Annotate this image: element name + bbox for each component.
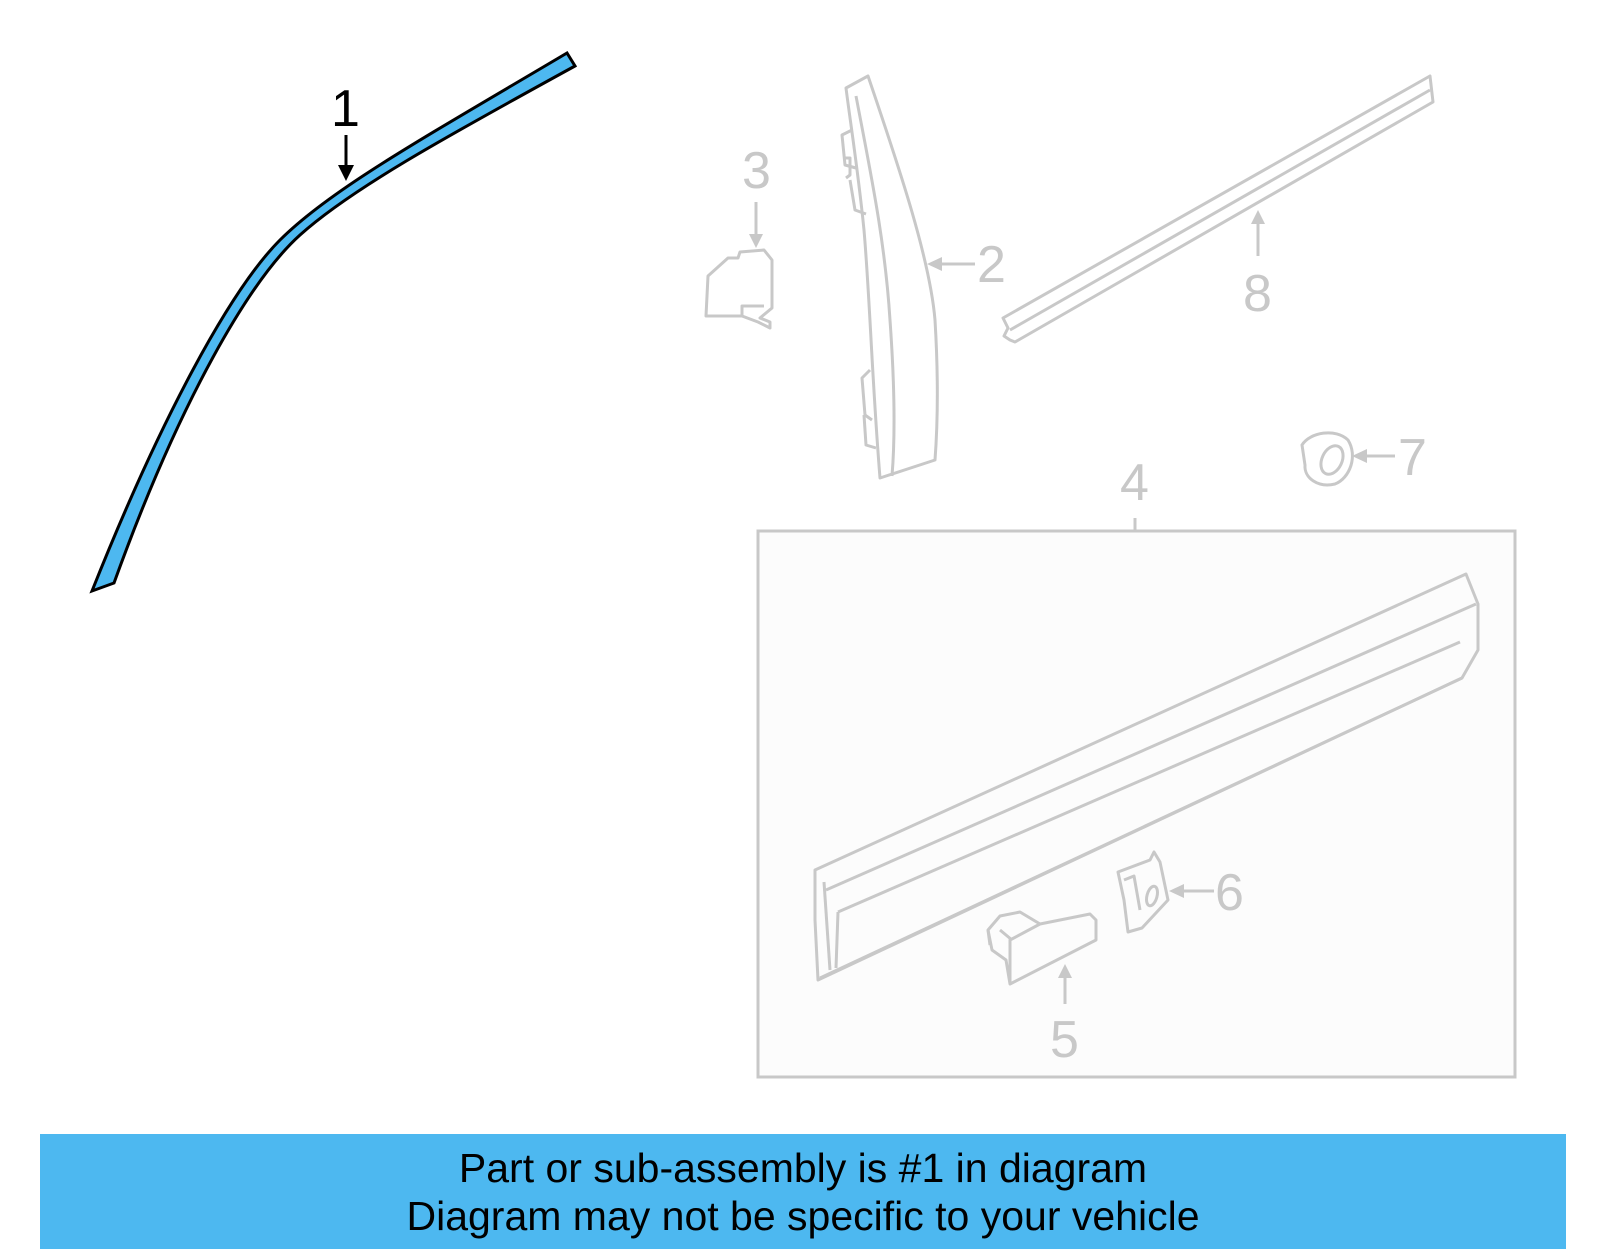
part-3-clip[interactable]	[704, 248, 774, 330]
part-5-clip[interactable]	[986, 910, 1098, 986]
part-7-grommet[interactable]	[1300, 431, 1354, 487]
part-8-belt-molding[interactable]	[1001, 74, 1435, 344]
part-6-nut-clip[interactable]	[1116, 850, 1170, 934]
callout-3-arrowhead	[749, 234, 763, 248]
callout-8-arrowhead	[1251, 210, 1265, 224]
callout-5-label: 5	[1050, 1011, 1079, 1069]
callout-6-arrowhead	[1169, 884, 1184, 898]
callout-7-arrowhead	[1352, 449, 1367, 463]
banner-line-1: Part or sub-assembly is #1 in diagram	[458, 1144, 1148, 1191]
info-banner: Part or sub-assembly is #1 in diagram Di…	[40, 1134, 1566, 1249]
part-4-door-molding[interactable]	[813, 572, 1480, 982]
part-1-roof-molding[interactable]	[89, 50, 578, 594]
callout-1-label: 1	[331, 80, 360, 138]
callout-1-arrowhead	[338, 165, 354, 181]
part-4-assembly-box[interactable]	[756, 529, 1517, 1079]
callout-2-label: 2	[977, 236, 1006, 294]
callout-2-arrowhead	[927, 257, 942, 271]
callout-8-label: 8	[1243, 265, 1272, 323]
callout-4-label: 4	[1120, 454, 1149, 512]
callout-6-label: 6	[1215, 864, 1244, 922]
callout-7-label: 7	[1398, 429, 1427, 487]
callout-3-label: 3	[742, 142, 771, 200]
part-2-pillar-garnish[interactable]	[840, 74, 939, 480]
banner-line-2: Diagram may not be specific to your vehi…	[406, 1192, 1200, 1239]
callout-5-arrowhead	[1058, 964, 1072, 978]
